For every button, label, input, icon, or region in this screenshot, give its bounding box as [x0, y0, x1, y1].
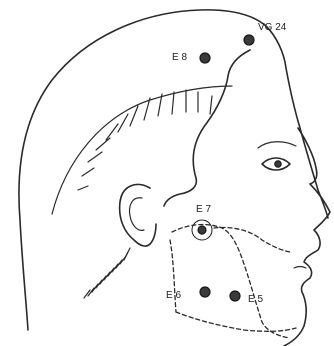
point-e5-label: E 5	[248, 294, 263, 305]
point-e5-dot	[230, 291, 240, 301]
point-e5: E 5	[230, 291, 263, 305]
point-vg24-label: VG 24	[258, 22, 287, 33]
ear-inner	[130, 198, 145, 231]
face-profile	[284, 128, 330, 346]
cheek-line-dashed	[214, 228, 290, 253]
point-e6-label: E 6	[166, 290, 181, 301]
mouth-line	[294, 267, 306, 269]
point-e6: E 6	[166, 287, 210, 301]
eye-pupil	[275, 161, 281, 167]
point-vg24-dot	[244, 35, 254, 45]
chin-line-dashed	[176, 312, 296, 331]
hair-strokes	[78, 90, 212, 190]
hairline	[164, 50, 250, 206]
ear	[120, 184, 156, 246]
neck-hair-fringe	[84, 248, 130, 298]
point-e7-label: E 7	[196, 204, 211, 215]
point-e8-dot	[200, 53, 210, 63]
hair-boundary-arc	[52, 86, 232, 214]
point-e8: E 8	[172, 52, 210, 63]
jaw-line-dashed	[172, 225, 290, 338]
point-vg24: VG 24	[244, 22, 287, 45]
point-e7: E 7	[192, 204, 212, 240]
point-e7-dot	[198, 226, 206, 234]
point-e8-label: E 8	[172, 52, 187, 63]
eyebrow	[258, 142, 296, 148]
lower-jaw-dashed	[170, 240, 176, 312]
point-e6-dot	[200, 287, 210, 297]
